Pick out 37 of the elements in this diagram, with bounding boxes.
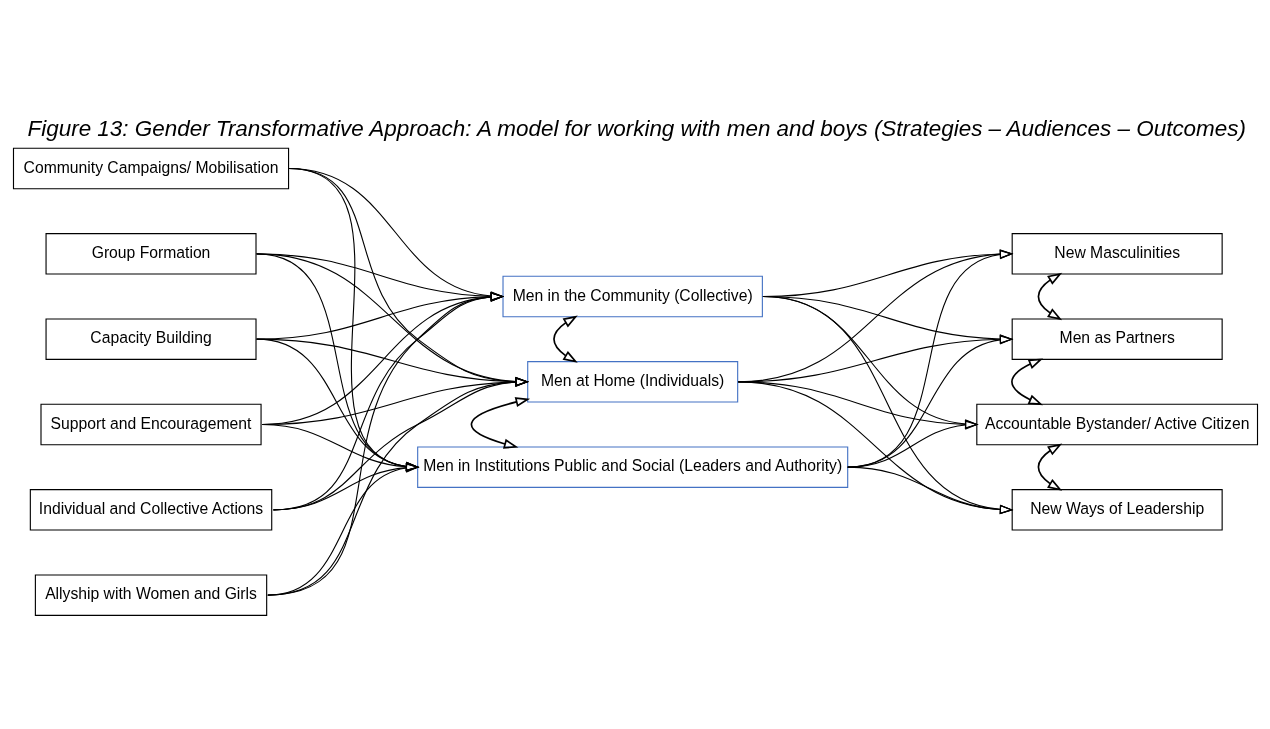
arrow: [261, 423, 419, 471]
node-box: Accountable Bystander/ Active Citizen: [975, 403, 1258, 445]
arrow: [1037, 272, 1062, 320]
node-box: New Ways of Leadership: [1011, 488, 1223, 531]
arrow: [266, 462, 419, 596]
arrow: [846, 419, 978, 468]
arrow: [255, 338, 419, 471]
arrow: [552, 315, 578, 363]
arrow: [846, 249, 1013, 468]
arrow: [272, 291, 504, 510]
arrow: [761, 295, 1013, 514]
arrow: [1010, 358, 1043, 405]
arrow: [737, 380, 1013, 514]
arrow: [846, 466, 1013, 514]
node-box: Men at Home (Individuals): [526, 360, 738, 403]
node-box: Men in Institutions Public and Social (Leaders and Authority): [416, 445, 848, 488]
arrow: [287, 167, 419, 471]
diagram-title: Figure 13: Gender Transformative Approach: A model for working with men and boys (Strategies – Audiences – Outcomes): [27, 115, 1246, 141]
node-box: Men in the Community (Collective): [501, 275, 763, 317]
arrow: [1037, 443, 1062, 491]
node-box: Individual and Collective Actions: [29, 488, 272, 531]
node-box: Community Campaigns/ Mobilisation: [12, 147, 289, 189]
arrow: [470, 396, 530, 449]
arrow: [255, 252, 419, 471]
node-box: Allyship with Women and Girls: [34, 573, 267, 616]
arrow: [266, 376, 529, 596]
arrow: [846, 334, 1013, 468]
node-box: Capacity Building: [45, 317, 257, 360]
node-box: New Masculinities: [1011, 232, 1223, 275]
node-box: Group Formation: [45, 232, 257, 275]
arrow: [272, 377, 529, 510]
arrow: [272, 462, 419, 510]
arrow: [266, 291, 504, 596]
node-box: Men as Partners: [1011, 317, 1223, 360]
arrow: [255, 291, 504, 340]
arrow: [255, 252, 529, 386]
node-box: Support and Encouragement: [39, 403, 262, 445]
